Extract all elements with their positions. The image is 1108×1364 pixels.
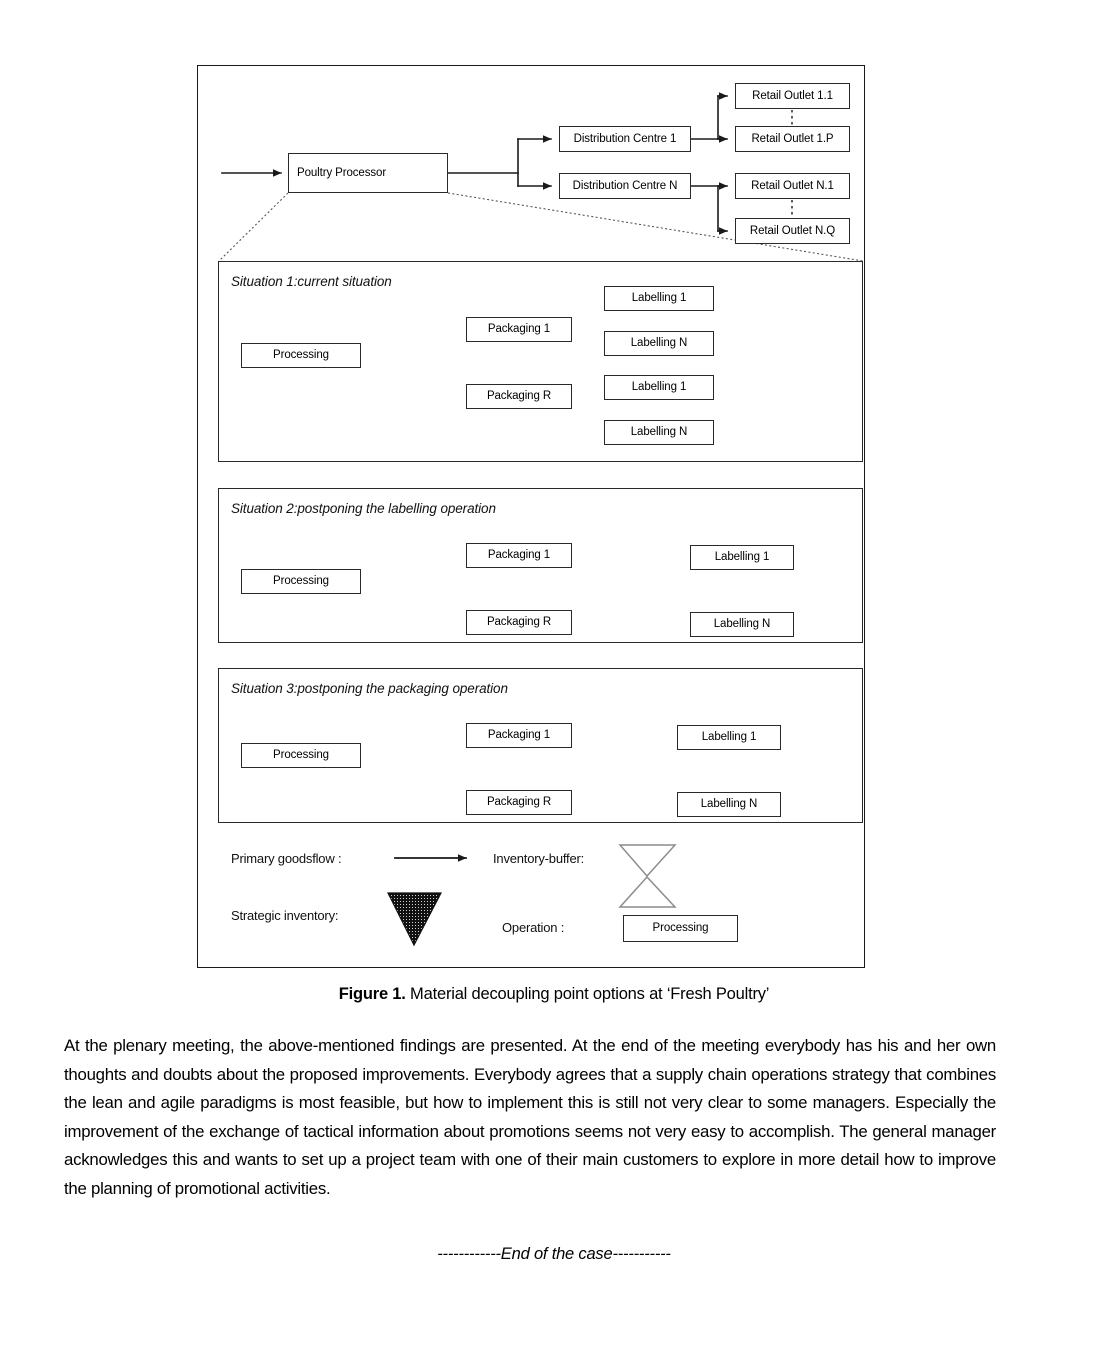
situation-3-labelling-1[interactable]: Labelling 1	[677, 725, 781, 750]
situation-3-packaging-r[interactable]: Packaging R	[466, 790, 572, 815]
node-retail-outlet-n-1[interactable]: Retail Outlet N.1	[735, 173, 850, 199]
figure-caption-text: Material decoupling point options at ‘Fr…	[405, 985, 770, 1003]
node-label: Packaging R	[486, 796, 552, 809]
figure-caption-prefix: Figure 1.	[338, 985, 406, 1003]
situation-3-title: Situation 3:postponing the packaging ope…	[231, 681, 508, 696]
situation-1-packaging-r[interactable]: Packaging R	[466, 384, 572, 409]
node-label: Packaging R	[486, 390, 552, 403]
situation-1-processing[interactable]: Processing	[241, 343, 361, 368]
node-label: Labelling 1	[714, 551, 770, 564]
node-label: Packaging 1	[487, 549, 551, 562]
situation-1-packaging-1[interactable]: Packaging 1	[466, 317, 572, 342]
situation-1-labelling-1-top[interactable]: Labelling 1	[604, 286, 714, 311]
situation-1-labelling-n-bottom[interactable]: Labelling N	[604, 420, 714, 445]
node-label: Packaging 1	[487, 729, 551, 742]
body-paragraph: At the plenary meeting, the above-mentio…	[64, 1036, 996, 1198]
situation-1-labelling-n-top[interactable]: Labelling N	[604, 331, 714, 356]
node-distribution-centre-n[interactable]: Distribution Centre N	[559, 173, 691, 199]
node-label: Retail Outlet 1.1	[752, 89, 833, 102]
node-label: Processing	[652, 922, 709, 935]
node-label: Distribution Centre 1	[573, 132, 677, 145]
node-label: Labelling 1	[631, 292, 687, 305]
legend-operation-sample-box: Processing	[623, 915, 738, 942]
situation-2-packaging-r[interactable]: Packaging R	[466, 610, 572, 635]
situation-2-labelling-1[interactable]: Labelling 1	[690, 545, 794, 570]
node-retail-outlet-n-q[interactable]: Retail Outlet N.Q	[735, 218, 850, 244]
node-label: Distribution Centre N	[572, 179, 678, 192]
node-poultry-processor[interactable]: Poultry Processor	[288, 153, 448, 193]
situation-2-processing[interactable]: Processing	[241, 569, 361, 594]
situation-3-packaging-1[interactable]: Packaging 1	[466, 723, 572, 748]
node-label: Processing	[273, 349, 329, 362]
legend-inventory-buffer-label: Inventory-buffer:	[493, 851, 585, 866]
figure-caption: Figure 1. Material decoupling point opti…	[0, 985, 1108, 1004]
node-label: Poultry Processor	[297, 166, 387, 179]
node-label: Retail Outlet 1.P	[751, 132, 834, 145]
node-label: Labelling 1	[631, 381, 687, 394]
node-label: Processing	[273, 749, 329, 762]
situation-3-labelling-n[interactable]: Labelling N	[677, 792, 781, 817]
node-label: Labelling 1	[701, 731, 757, 744]
situation-2-packaging-1[interactable]: Packaging 1	[466, 543, 572, 568]
node-retail-outlet-1-1[interactable]: Retail Outlet 1.1	[735, 83, 850, 109]
node-retail-outlet-1-p[interactable]: Retail Outlet 1.P	[735, 126, 850, 152]
node-label: Retail Outlet N.1	[751, 179, 834, 192]
node-label: Processing	[273, 575, 329, 588]
legend-strategic-inventory-label: Strategic inventory:	[231, 908, 339, 923]
node-label: Packaging R	[486, 616, 552, 629]
node-label: Labelling N	[700, 798, 758, 811]
end-of-case-marker: ------------End of the case-----------	[437, 1245, 671, 1263]
legend-operation-label: Operation :	[502, 920, 565, 935]
situation-1-title: Situation 1:current situation	[231, 274, 392, 289]
situation-1-labelling-1-bottom[interactable]: Labelling 1	[604, 375, 714, 400]
node-label: Packaging 1	[487, 323, 551, 336]
legend-primary-goodsflow-label: Primary goodsflow :	[231, 851, 342, 866]
node-label: Labelling N	[630, 337, 688, 350]
situation-3-processing[interactable]: Processing	[241, 743, 361, 768]
situation-2-labelling-n[interactable]: Labelling N	[690, 612, 794, 637]
node-label: Labelling N	[630, 426, 688, 439]
node-label: Labelling N	[713, 618, 771, 631]
node-distribution-centre-1[interactable]: Distribution Centre 1	[559, 126, 691, 152]
node-label: Retail Outlet N.Q	[749, 224, 836, 237]
situation-2-title: Situation 2:postponing the labelling ope…	[231, 501, 496, 516]
